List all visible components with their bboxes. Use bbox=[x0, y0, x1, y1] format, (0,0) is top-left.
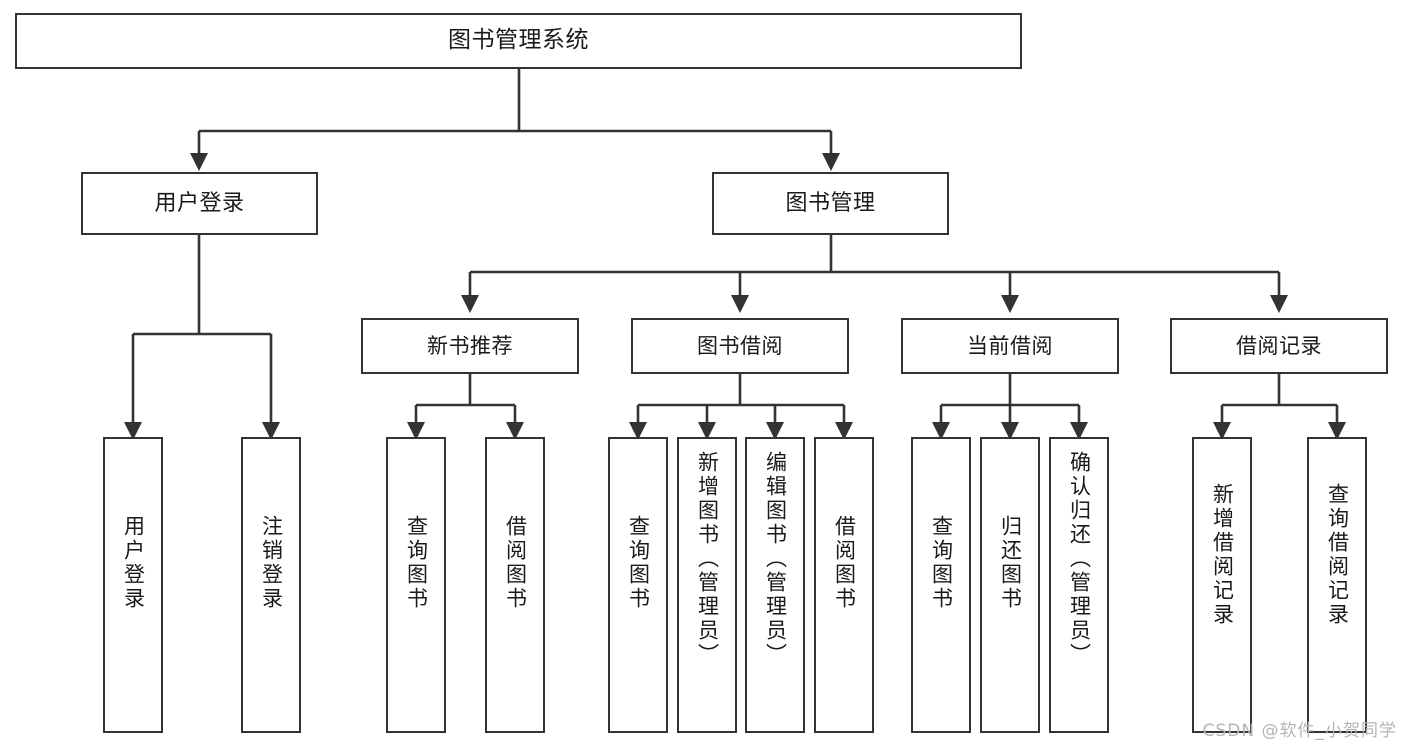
node-leaf-add-record-label: 新增借阅记录 bbox=[1210, 483, 1235, 627]
node-leaf-edit-book-label: 编辑图书（管理员） bbox=[763, 451, 788, 667]
node-leaf-add-book-label: 新增图书（管理员） bbox=[695, 451, 720, 667]
node-leaf-borrow-book-2[interactable]: 借阅图书 bbox=[814, 437, 874, 733]
node-leaf-add-record[interactable]: 新增借阅记录 bbox=[1192, 437, 1252, 733]
node-leaf-borrow-book-1-label: 借阅图书 bbox=[503, 515, 528, 611]
node-user-login-label: 用户登录 bbox=[154, 190, 245, 216]
node-leaf-logout-label: 注销登录 bbox=[259, 515, 284, 611]
node-new-book-recommend-label: 新书推荐 bbox=[427, 333, 513, 358]
node-new-book-recommend[interactable]: 新书推荐 bbox=[361, 318, 579, 374]
node-borrow-record[interactable]: 借阅记录 bbox=[1170, 318, 1388, 374]
node-book-borrow[interactable]: 图书借阅 bbox=[631, 318, 849, 374]
node-leaf-query-book-3-label: 查询图书 bbox=[929, 515, 954, 611]
node-leaf-query-book-3[interactable]: 查询图书 bbox=[911, 437, 971, 733]
node-leaf-user-login[interactable]: 用户登录 bbox=[103, 437, 163, 733]
node-leaf-query-book-1-label: 查询图书 bbox=[404, 515, 429, 611]
node-leaf-edit-book[interactable]: 编辑图书（管理员） bbox=[745, 437, 805, 733]
node-leaf-return-book-label: 归还图书 bbox=[998, 515, 1023, 611]
node-leaf-query-book-2-label: 查询图书 bbox=[626, 515, 651, 611]
node-root[interactable]: 图书管理系统 bbox=[15, 13, 1022, 69]
node-leaf-query-record[interactable]: 查询借阅记录 bbox=[1307, 437, 1367, 733]
node-current-borrow-label: 当前借阅 bbox=[967, 333, 1053, 358]
node-leaf-borrow-book-2-label: 借阅图书 bbox=[832, 515, 857, 611]
node-book-manage-label: 图书管理 bbox=[785, 190, 876, 216]
node-leaf-user-login-label: 用户登录 bbox=[121, 515, 146, 611]
node-leaf-query-book-2[interactable]: 查询图书 bbox=[608, 437, 668, 733]
node-book-borrow-label: 图书借阅 bbox=[697, 333, 783, 358]
node-leaf-logout[interactable]: 注销登录 bbox=[241, 437, 301, 733]
node-root-label: 图书管理系统 bbox=[448, 27, 589, 54]
node-current-borrow[interactable]: 当前借阅 bbox=[901, 318, 1119, 374]
node-leaf-query-record-label: 查询借阅记录 bbox=[1325, 483, 1350, 627]
node-borrow-record-label: 借阅记录 bbox=[1236, 333, 1322, 358]
node-leaf-confirm-return[interactable]: 确认归还（管理员） bbox=[1049, 437, 1109, 733]
node-leaf-add-book[interactable]: 新增图书（管理员） bbox=[677, 437, 737, 733]
node-book-manage[interactable]: 图书管理 bbox=[712, 172, 949, 235]
node-leaf-confirm-return-label: 确认归还（管理员） bbox=[1067, 451, 1092, 667]
node-leaf-return-book[interactable]: 归还图书 bbox=[980, 437, 1040, 733]
node-leaf-borrow-book-1[interactable]: 借阅图书 bbox=[485, 437, 545, 733]
node-leaf-query-book-1[interactable]: 查询图书 bbox=[386, 437, 446, 733]
node-user-login[interactable]: 用户登录 bbox=[81, 172, 318, 235]
